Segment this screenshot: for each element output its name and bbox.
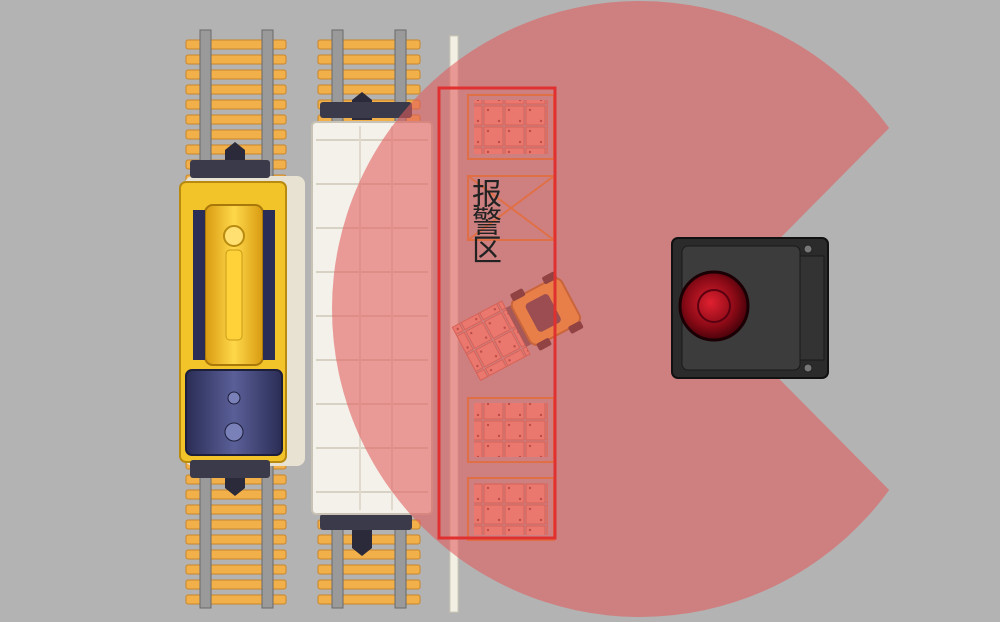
radar-coverage-zone (331, 1, 890, 618)
alarm-zone-boundary (437, 86, 557, 540)
radar-sensor-icon (671, 237, 829, 379)
locomotive-icon (179, 142, 305, 496)
alarm-zone-label: 报警区 (466, 178, 501, 262)
